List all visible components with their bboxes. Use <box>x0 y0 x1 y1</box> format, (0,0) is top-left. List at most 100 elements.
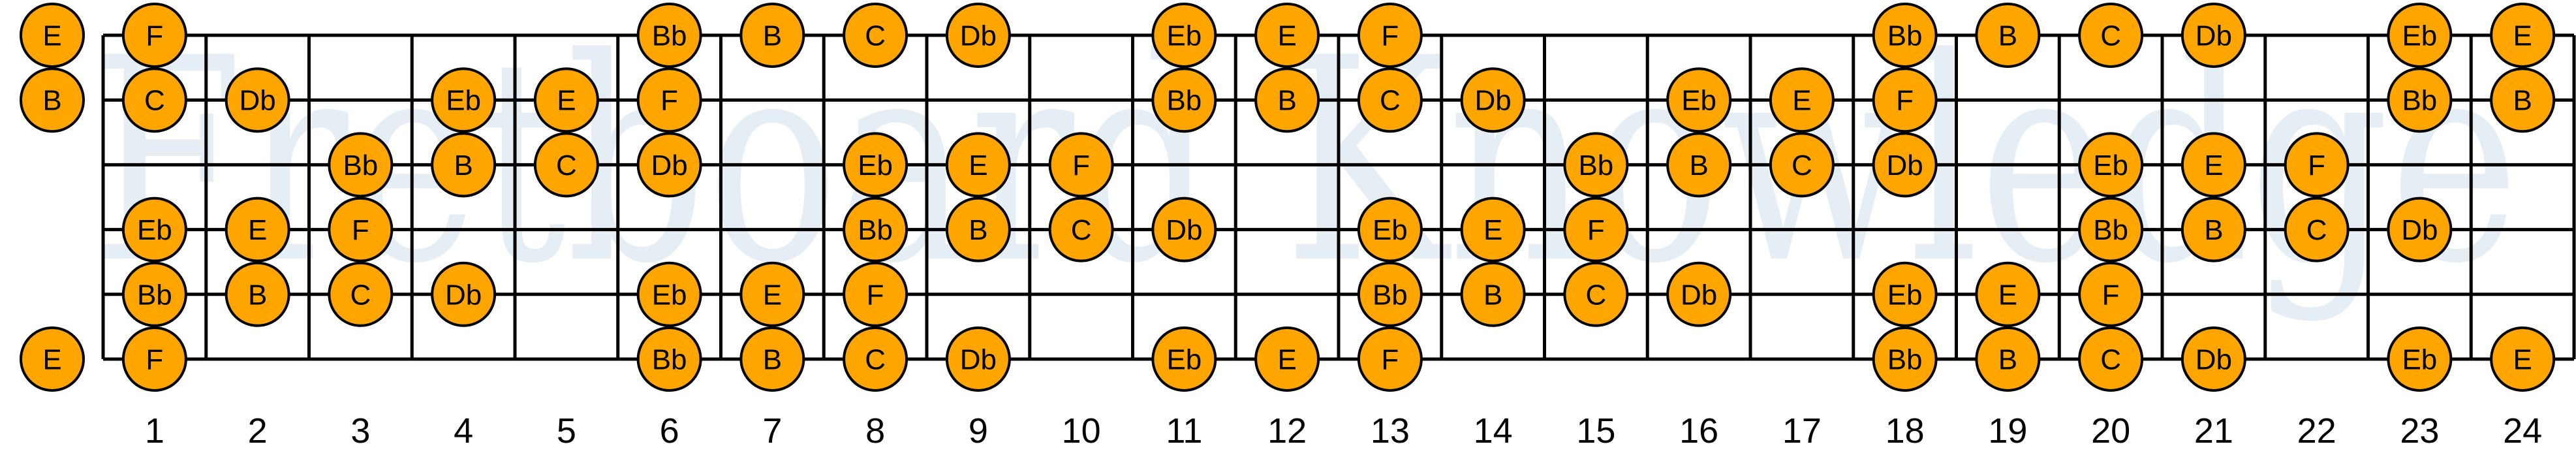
note-label: Db <box>2401 214 2438 246</box>
note-label: B <box>1277 85 1296 117</box>
note-circle <box>945 132 1011 198</box>
note-label: Db <box>1166 214 1202 246</box>
note-marker: F <box>843 261 908 327</box>
note-circle <box>945 326 1011 392</box>
note-circle <box>533 132 599 198</box>
note-marker: B <box>739 3 805 68</box>
note-circle <box>1048 132 1114 198</box>
note-label: E <box>42 344 61 376</box>
note-label: B <box>1998 344 2017 376</box>
note-label: Eb <box>1373 214 1408 246</box>
fret-number: 8 <box>865 411 885 451</box>
note-circle <box>1666 132 1732 198</box>
note-circle <box>2078 261 2144 327</box>
fret-number: 20 <box>2091 411 2130 451</box>
fret-number: 13 <box>1371 411 1410 451</box>
note-label: B <box>248 279 267 311</box>
note-marker: Db <box>1151 197 1217 262</box>
note-marker: F <box>2284 132 2350 198</box>
note-circle <box>20 3 85 68</box>
note-circle <box>1254 3 1320 68</box>
note-circle <box>1460 67 1526 133</box>
note-label: F <box>1587 214 1605 246</box>
fret-number: 1 <box>145 411 164 451</box>
note-label: F <box>1072 150 1090 182</box>
fret-number: 11 <box>1166 411 1202 451</box>
note-circle <box>328 261 394 327</box>
note-circle <box>431 132 497 198</box>
note-label: F <box>146 20 163 52</box>
note-marker: Db <box>1460 67 1526 133</box>
note-label: E <box>248 214 267 246</box>
note-circle <box>2078 3 2144 68</box>
note-circle <box>1769 132 1835 198</box>
note-circle <box>2284 132 2350 198</box>
note-label: Eb <box>1887 279 1923 311</box>
note-circle <box>2284 197 2350 262</box>
note-marker: C <box>1357 67 1423 133</box>
note-label: Bb <box>858 214 893 246</box>
note-circle <box>1872 3 1938 68</box>
note-marker: F <box>1563 197 1629 262</box>
note-circle <box>945 197 1011 262</box>
note-marker: Db <box>225 67 290 133</box>
note-label: C <box>865 344 886 376</box>
note-label: Db <box>445 279 482 311</box>
note-label: F <box>2102 279 2120 311</box>
note-label: E <box>1277 20 1296 52</box>
note-marker: Eb <box>1151 326 1217 392</box>
note-circle <box>1254 326 1320 392</box>
note-marker: Db <box>1872 132 1938 198</box>
note-marker: B <box>20 67 85 133</box>
note-marker: B <box>1975 326 2041 392</box>
note-marker: E <box>1460 197 1526 262</box>
fret-number: 17 <box>1782 411 1822 451</box>
note-circle <box>1357 197 1423 262</box>
note-marker: Db <box>945 3 1011 68</box>
note-marker: Eb <box>636 261 702 327</box>
note-marker: Db <box>2180 3 2246 68</box>
note-label: B <box>1689 150 1708 182</box>
note-label: F <box>660 85 678 117</box>
note-marker: B <box>2180 197 2246 262</box>
note-label: Bb <box>137 279 172 311</box>
note-label: Bb <box>1373 279 1408 311</box>
note-marker: E <box>225 197 290 262</box>
note-label: C <box>865 20 886 52</box>
note-marker: F <box>1048 132 1114 198</box>
fret-number: 18 <box>1885 411 1925 451</box>
note-label: Db <box>960 20 997 52</box>
note-marker: Db <box>2387 197 2453 262</box>
note-label: C <box>2100 344 2121 376</box>
note-marker: Eb <box>431 67 497 133</box>
note-circle <box>2078 197 2144 262</box>
note-circle <box>1460 197 1526 262</box>
note-marker: C <box>1048 197 1114 262</box>
note-circle <box>431 261 497 327</box>
fret-number: 21 <box>2194 411 2233 451</box>
note-label: E <box>1998 279 2017 311</box>
note-marker: Eb <box>2078 132 2144 198</box>
fret-number: 22 <box>2297 411 2336 451</box>
note-circle <box>1151 197 1217 262</box>
note-marker: E <box>20 3 85 68</box>
note-label: Bb <box>652 20 687 52</box>
note-label: B <box>763 20 782 52</box>
note-label: Bb <box>1887 20 1923 52</box>
note-circle <box>843 261 908 327</box>
note-label: Db <box>2196 344 2232 376</box>
note-label: Eb <box>446 85 481 117</box>
fret-number: 12 <box>1267 411 1307 451</box>
note-circle <box>1975 3 2041 68</box>
note-marker: E <box>2180 132 2246 198</box>
note-marker: E <box>1975 261 2041 327</box>
note-marker: Db <box>636 132 702 198</box>
note-marker: B <box>1666 132 1732 198</box>
note-circle <box>739 3 805 68</box>
note-label: Bb <box>2093 214 2128 246</box>
note-label: Eb <box>858 150 893 182</box>
note-circle <box>1151 67 1217 133</box>
note-marker: F <box>1357 3 1423 68</box>
note-marker: C <box>843 3 908 68</box>
